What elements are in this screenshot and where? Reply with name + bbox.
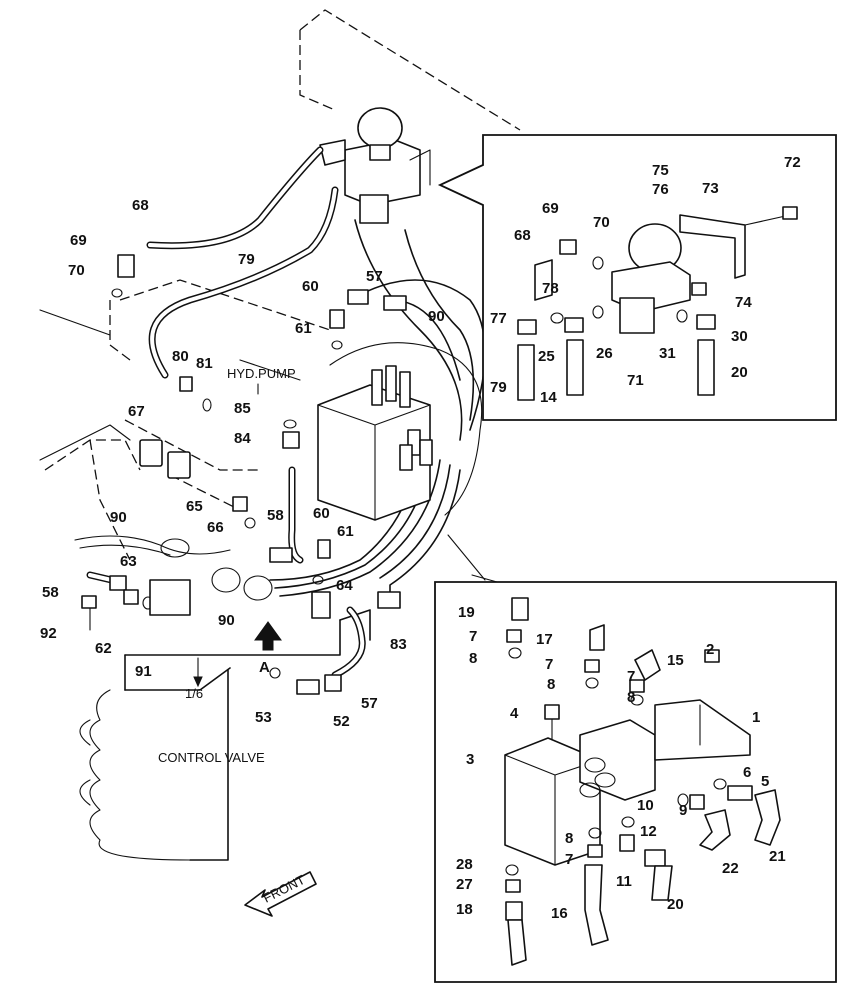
part-number-p84: 84 — [234, 430, 251, 447]
fraction-label: 1/6 — [185, 686, 203, 701]
part-number-l11: 11 — [616, 873, 632, 890]
part-number-l6: 6 — [743, 764, 751, 781]
part-number-l21: 21 — [769, 848, 786, 865]
part-number-p69: 69 — [70, 232, 87, 249]
part-number-l4: 4 — [510, 705, 519, 722]
part-number-p81: 81 — [196, 355, 213, 372]
part-number-u25: 25 — [538, 348, 555, 365]
part-number-p57b: 57 — [361, 695, 378, 712]
part-number-p85: 85 — [234, 400, 251, 417]
part-number-p64: 64 — [336, 577, 353, 594]
view-a-label: A — [259, 659, 270, 676]
part-number-u30: 30 — [731, 328, 748, 345]
part-number-u70: 70 — [593, 214, 610, 231]
part-number-u71: 71 — [627, 372, 644, 389]
part-number-p62: 62 — [95, 640, 112, 657]
part-number-p83: 83 — [390, 636, 407, 653]
part-number-p58b: 58 — [42, 584, 59, 601]
part-number-l9: 9 — [679, 802, 687, 819]
part-number-u69: 69 — [542, 200, 559, 217]
part-number-u72: 72 — [784, 154, 801, 171]
part-number-l16: 16 — [551, 905, 568, 922]
part-number-u20: 20 — [731, 364, 748, 381]
part-number-p60b: 60 — [313, 505, 330, 522]
part-number-l22: 22 — [722, 860, 739, 877]
part-number-l7c: 7 — [627, 668, 635, 685]
part-number-u73: 73 — [702, 180, 719, 197]
part-number-u14: 14 — [540, 389, 557, 406]
part-number-l28: 28 — [456, 856, 473, 873]
part-number-p90c: 90 — [218, 612, 235, 629]
part-number-l27: 27 — [456, 876, 473, 893]
hyd-pump-label: HYD.PUMP — [227, 366, 296, 381]
part-number-l12: 12 — [640, 823, 657, 840]
front-arrow: FRONT — [244, 871, 317, 917]
part-number-l17: 17 — [536, 631, 553, 648]
part-number-u76: 76 — [652, 181, 669, 198]
part-number-u26: 26 — [596, 345, 613, 362]
part-number-u68: 68 — [514, 227, 531, 244]
pilot-valve-assembly — [319, 107, 431, 224]
part-number-p67: 67 — [128, 403, 145, 420]
part-number-l20: 20 — [667, 896, 684, 913]
part-number-p53: 53 — [255, 709, 272, 726]
part-number-l8b: 8 — [547, 676, 555, 693]
control-valve-block: CONTROL VALVE 1/6 — [79, 609, 371, 861]
part-number-p61: 61 — [295, 320, 312, 337]
part-number-p61b: 61 — [337, 523, 354, 540]
part-number-p60: 60 — [302, 278, 319, 295]
part-number-p79: 79 — [238, 251, 255, 268]
part-number-l19: 19 — [458, 604, 475, 621]
part-number-p90: 90 — [428, 308, 445, 325]
part-number-p70: 70 — [68, 262, 85, 279]
part-number-l7d: 7 — [565, 851, 573, 868]
part-number-p68: 68 — [132, 197, 149, 214]
part-number-l8d: 8 — [565, 830, 573, 847]
part-number-l3: 3 — [466, 751, 474, 768]
hoses-main — [74, 146, 486, 679]
part-number-p52: 52 — [333, 713, 350, 730]
part-number-l7a: 7 — [469, 628, 477, 645]
part-number-l2: 2 — [706, 641, 714, 658]
part-number-l10: 10 — [637, 797, 654, 814]
part-number-u74: 74 — [735, 294, 752, 311]
part-number-p91: 91 — [135, 663, 152, 680]
part-number-u31: 31 — [659, 345, 676, 362]
part-number-l8c: 8 — [627, 689, 635, 706]
part-number-u79: 79 — [490, 379, 507, 396]
part-number-p80: 80 — [172, 348, 189, 365]
part-number-p57: 57 — [366, 268, 383, 285]
part-number-p92: 92 — [40, 625, 57, 642]
part-number-l1: 1 — [752, 709, 760, 726]
part-number-u77: 77 — [490, 310, 507, 327]
part-number-p63: 63 — [120, 553, 137, 570]
part-number-p66: 66 — [207, 519, 224, 536]
pump-box — [317, 365, 433, 521]
control-valve-label: CONTROL VALVE — [158, 750, 265, 765]
fittings-main — [81, 254, 407, 695]
part-number-l8a: 8 — [469, 650, 477, 667]
part-number-p58: 58 — [267, 507, 284, 524]
lower-inset — [434, 534, 837, 983]
part-number-u75: 75 — [652, 162, 669, 179]
part-number-l7b: 7 — [545, 656, 553, 673]
part-number-l5: 5 — [761, 773, 769, 790]
part-number-p65: 65 — [186, 498, 203, 515]
upper-inset — [437, 134, 837, 421]
part-number-l18: 18 — [456, 901, 473, 918]
part-number-u78: 78 — [542, 280, 559, 297]
part-number-l15: 15 — [667, 652, 684, 669]
part-number-p90b: 90 — [110, 509, 127, 526]
